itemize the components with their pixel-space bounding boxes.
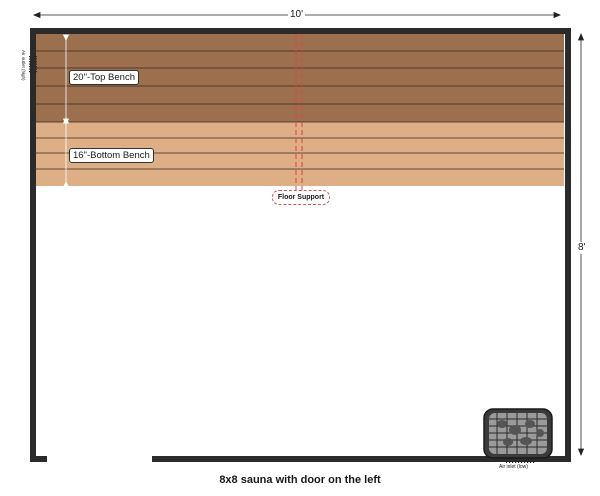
door-opening[interactable]	[47, 456, 152, 462]
air-inlet-label: Air inlet (low)	[499, 464, 528, 470]
top-bench-label: 20"-Top Bench	[69, 70, 139, 85]
sauna-heater-icon	[483, 408, 553, 459]
wall-bottom-right	[152, 456, 571, 462]
width-dimension-label: 10'	[288, 9, 306, 21]
height-dimension-label: 8'	[576, 242, 588, 254]
bench-slat-lines	[36, 50, 564, 170]
floor-support-label: Floor Support	[272, 190, 330, 205]
wall-top	[30, 28, 571, 34]
floor-support-lines	[295, 34, 303, 190]
bench-depth-markers	[62, 34, 70, 188]
air-outlet-vent	[29, 56, 37, 73]
air-outlet-label: Air outlet (high)	[21, 50, 26, 81]
wall-bottom-left	[30, 456, 47, 462]
wall-right	[565, 28, 571, 462]
walls	[30, 28, 571, 462]
wall-left	[30, 28, 36, 462]
air-inlet-vent	[506, 455, 535, 463]
bottom-bench-label: 16"-Bottom Bench	[69, 148, 154, 163]
diagram-caption: 8x8 sauna with door on the left	[219, 474, 381, 486]
